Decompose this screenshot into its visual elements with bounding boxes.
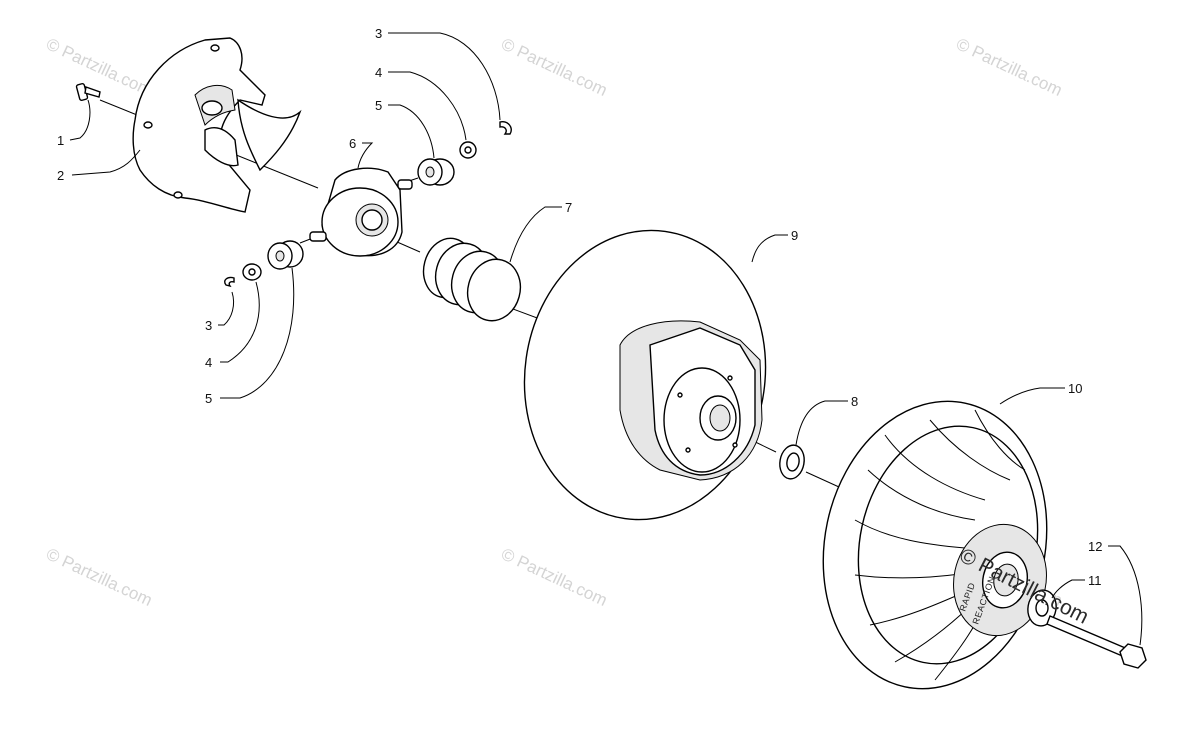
callout-4-bottom: 4 (205, 355, 212, 370)
callout-1: 1 (57, 133, 64, 148)
callout-5-top: 5 (375, 98, 382, 113)
part-8-washer (779, 444, 805, 480)
callout-2: 2 (57, 168, 64, 183)
callout-5-bottom: 5 (205, 391, 212, 406)
callout-6: 6 (349, 136, 356, 151)
callout-7: 7 (565, 200, 572, 215)
watermark-top-left: © Partzilla.com (43, 34, 155, 100)
part-5-roller-top (417, 158, 455, 186)
callout-3-top: 3 (375, 26, 382, 41)
watermark-bottom-center: © Partzilla.com (498, 544, 610, 610)
callout-4-top: 4 (375, 65, 382, 80)
callout-8: 8 (851, 394, 858, 409)
part-4-washer-bottom (242, 263, 262, 281)
part-1-screw (75, 82, 101, 102)
part-6-cam-hub (309, 167, 413, 257)
part-10-movable-sheave: RAPID REACTION (822, 400, 1048, 690)
part-2-cover (132, 37, 302, 213)
callout-3-bottom: 3 (205, 318, 212, 333)
callout-11: 11 (1088, 573, 1102, 588)
leader-lines (69, 32, 1143, 646)
watermark-top-right: © Partzilla.com (953, 34, 1065, 100)
part-7-spring (422, 237, 522, 322)
part-4-washer-top (459, 141, 477, 159)
watermark-top-center: © Partzilla.com (498, 34, 610, 100)
callout-10: 10 (1068, 381, 1082, 396)
callout-labels: 1 2 3 4 5 6 7 3 4 5 9 8 10 11 12 (57, 26, 1102, 588)
part-3-clip-bottom (224, 276, 235, 288)
part-5-roller-bottom (267, 240, 304, 270)
callout-12: 12 (1088, 539, 1102, 554)
part-12-bolt (1046, 615, 1147, 669)
part-3-clip-top (499, 120, 512, 135)
watermark-bottom-left: © Partzilla.com (43, 544, 155, 610)
part-9-stationary-sheave (523, 229, 767, 521)
callout-9: 9 (791, 228, 798, 243)
